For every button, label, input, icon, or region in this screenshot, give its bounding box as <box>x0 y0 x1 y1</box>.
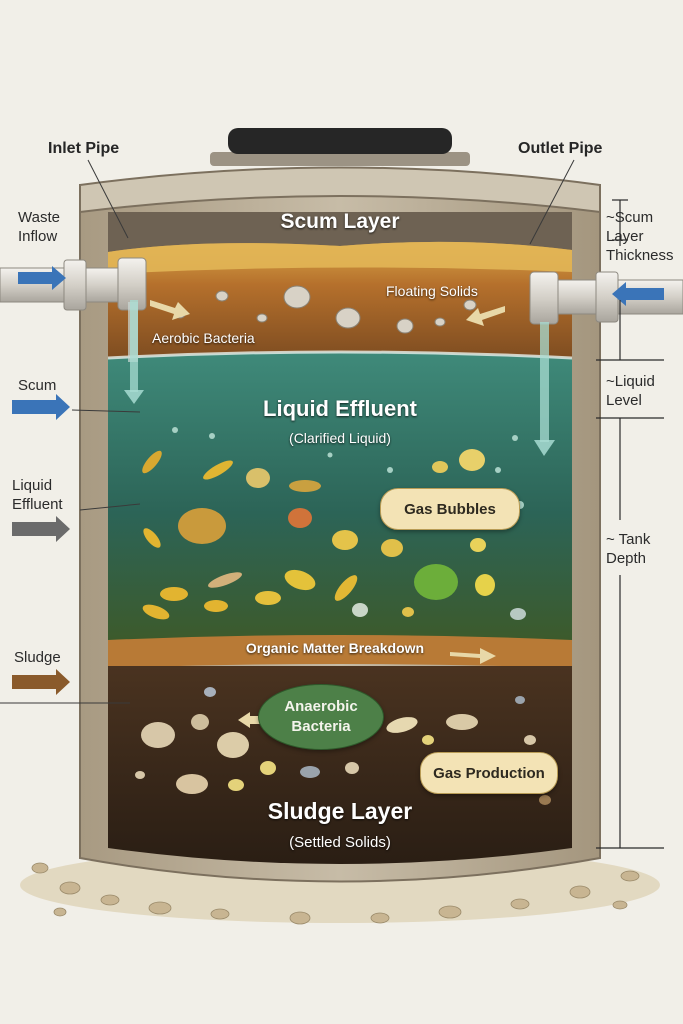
outlet-pipe-label: Outlet Pipe <box>518 140 603 157</box>
liquid-effluent-side-line2: Effluent <box>12 496 63 513</box>
settled-solids-subtitle: (Settled Solids) <box>289 834 391 851</box>
anaerobic-line1: Anaerobic <box>284 698 358 715</box>
liquid-effluent-title: Liquid Effluent <box>263 396 417 421</box>
liquid-layer <box>108 352 572 645</box>
gravel-stones <box>31 862 640 925</box>
waste-inflow-label: Waste Inflow <box>18 208 60 246</box>
organic-breakdown-label: Organic Matter Breakdown <box>245 640 425 656</box>
liquid-level-label: ~Liquid Level <box>606 372 655 410</box>
tank-depth-line2: Depth <box>606 550 647 567</box>
sludge-particles <box>135 687 551 805</box>
waste-inflow-arrow <box>18 266 66 290</box>
scum-layer-thickness-label: ~Scum Layer Thickness <box>606 208 674 265</box>
tank-rim <box>79 166 601 214</box>
flow-arrow-inlet <box>124 300 144 404</box>
outflow-arrow <box>612 282 664 306</box>
gas-bubbles-callout: Gas Bubbles <box>380 488 520 530</box>
floating-solids-label: Floating Solids <box>386 283 478 299</box>
scum-layer-title: Scum Layer <box>280 210 400 233</box>
liquid-level-line2: Level <box>606 392 642 409</box>
sludge-arrow <box>12 669 70 695</box>
liquid-effluent-side-label: Liquid Effluent <box>12 476 63 514</box>
sludge-layer-title: Sludge Layer <box>267 798 413 824</box>
anaerobic-bacteria-callout: Anaerobic Bacteria <box>258 684 384 750</box>
liquid-level-line1: ~Liquid <box>606 373 655 390</box>
liquid-particles <box>142 427 526 620</box>
aerobic-bacteria-label: Aerobic Bacteria <box>152 330 255 346</box>
liquid-surface <box>107 350 573 360</box>
tank-lid <box>228 128 452 154</box>
tank-depth-line1: ~ Tank <box>606 531 651 548</box>
gas-production-callout: Gas Production <box>420 752 558 794</box>
waste-inflow-line1: Waste <box>18 209 60 226</box>
scum-crust <box>108 241 572 274</box>
thickness-line3: Thickness <box>606 247 674 264</box>
scum-label: Scum <box>18 377 57 394</box>
pointer-lines <box>0 159 575 704</box>
inlet-pipe-label: Inlet Pipe <box>48 140 120 157</box>
lid-base <box>210 152 470 166</box>
tank-depth-label: ~ Tank Depth <box>606 530 650 568</box>
clarified-liquid-subtitle: (Clarified Liquid) <box>289 430 391 446</box>
scum-layer <box>108 241 572 364</box>
dimension-lines <box>596 199 664 849</box>
thickness-line2: Layer <box>606 228 644 245</box>
liquid-effluent-side-line1: Liquid <box>12 477 53 494</box>
anaerobic-line2: Bacteria <box>291 718 351 735</box>
liquid-effluent-arrow <box>12 516 70 542</box>
sludge-label: Sludge <box>14 649 61 666</box>
thickness-line1: ~Scum <box>606 209 654 226</box>
internal-arrows <box>150 300 505 728</box>
scum-arrow <box>12 394 70 420</box>
floating-solids <box>174 285 477 334</box>
organic-band <box>108 635 572 668</box>
waste-inflow-line2: Inflow <box>18 228 58 245</box>
flow-arrow-outlet <box>534 322 555 456</box>
